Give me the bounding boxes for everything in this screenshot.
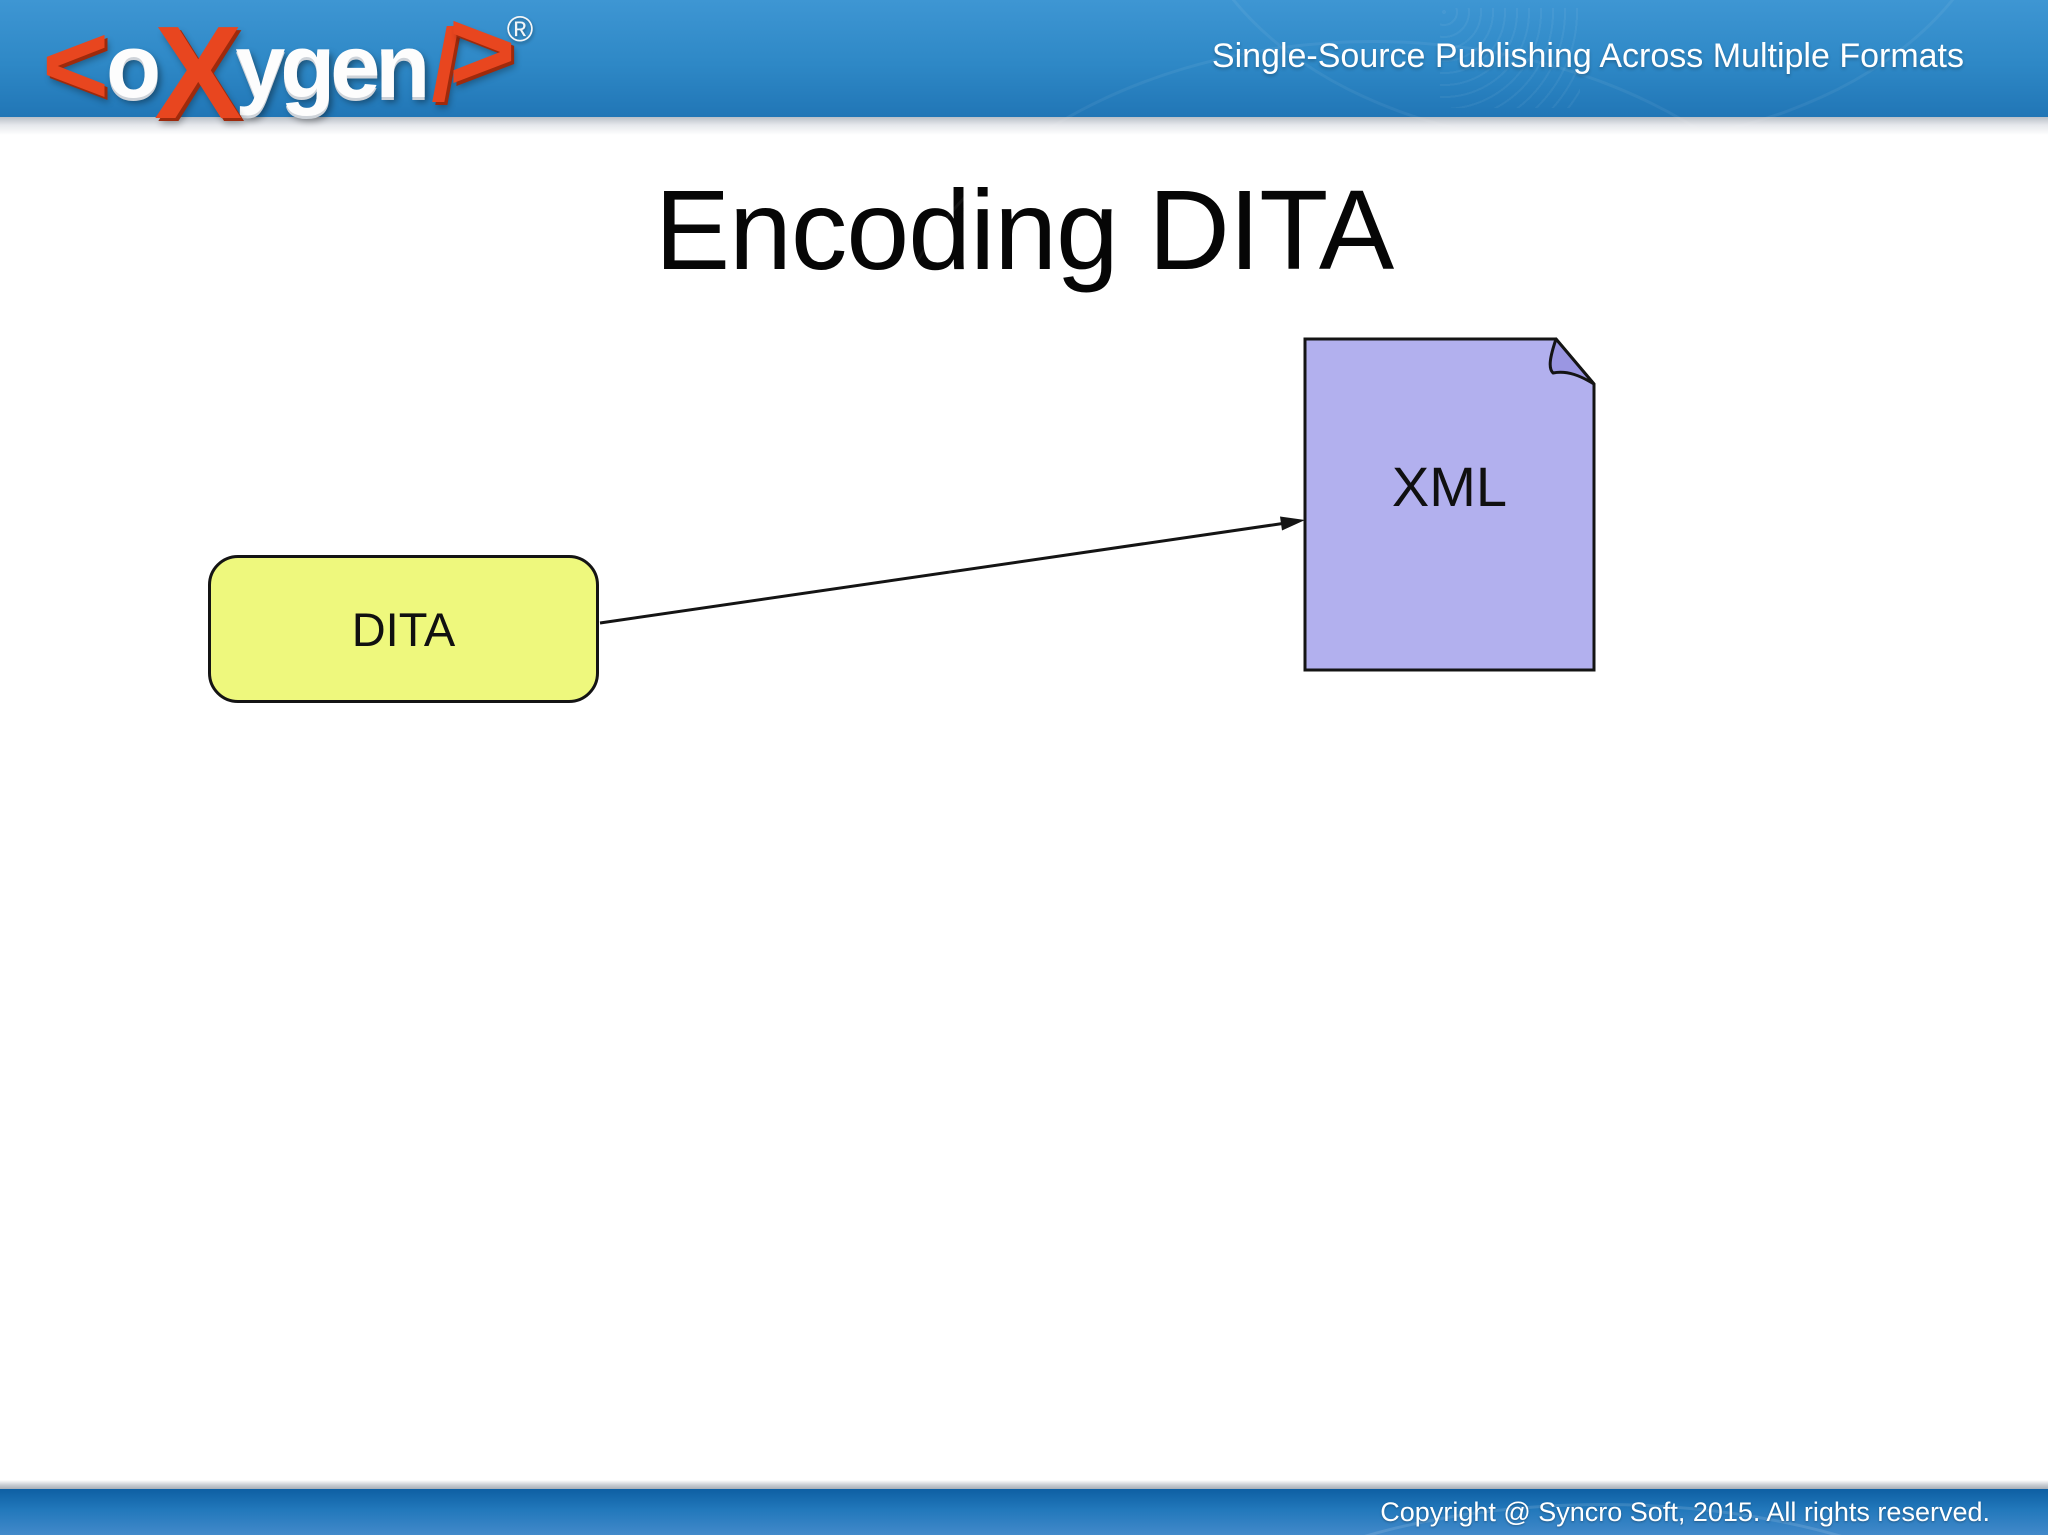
registered-trademark-icon: ® bbox=[506, 8, 534, 49]
footer-divider bbox=[0, 1480, 2048, 1489]
xml-document-fold-corner bbox=[1548, 337, 1596, 386]
diagram-node-dita: DITA bbox=[208, 555, 599, 703]
logo-letter-o: o bbox=[106, 17, 161, 117]
logo-letter-x: X bbox=[154, 0, 242, 146]
header-divider bbox=[0, 117, 2048, 135]
slide-title: Encoding DITA bbox=[654, 167, 1395, 293]
logo-open-angle: < bbox=[42, 1, 109, 129]
logo-letters-ygen: ygen bbox=[235, 17, 430, 117]
xml-node-label: XML bbox=[1391, 455, 1508, 518]
logo-close-angle: > bbox=[448, 0, 516, 115]
oxygen-logo: < o X ygen / > ® bbox=[42, 0, 539, 139]
flow-arrow-line bbox=[599, 521, 1287, 625]
header-decoration-arc bbox=[880, 40, 1866, 746]
footer-bar: Copyright @ Syncro Soft, 2015. All right… bbox=[0, 1489, 2048, 1535]
copyright-text: Copyright @ Syncro Soft, 2015. All right… bbox=[1380, 1496, 1990, 1527]
header-decoration-dots bbox=[1440, 8, 1580, 108]
dita-node-label: DITA bbox=[351, 602, 456, 656]
flow-arrow-head bbox=[1280, 516, 1305, 531]
header-tagline: Single-Source Publishing Across Multiple… bbox=[1211, 36, 1964, 75]
